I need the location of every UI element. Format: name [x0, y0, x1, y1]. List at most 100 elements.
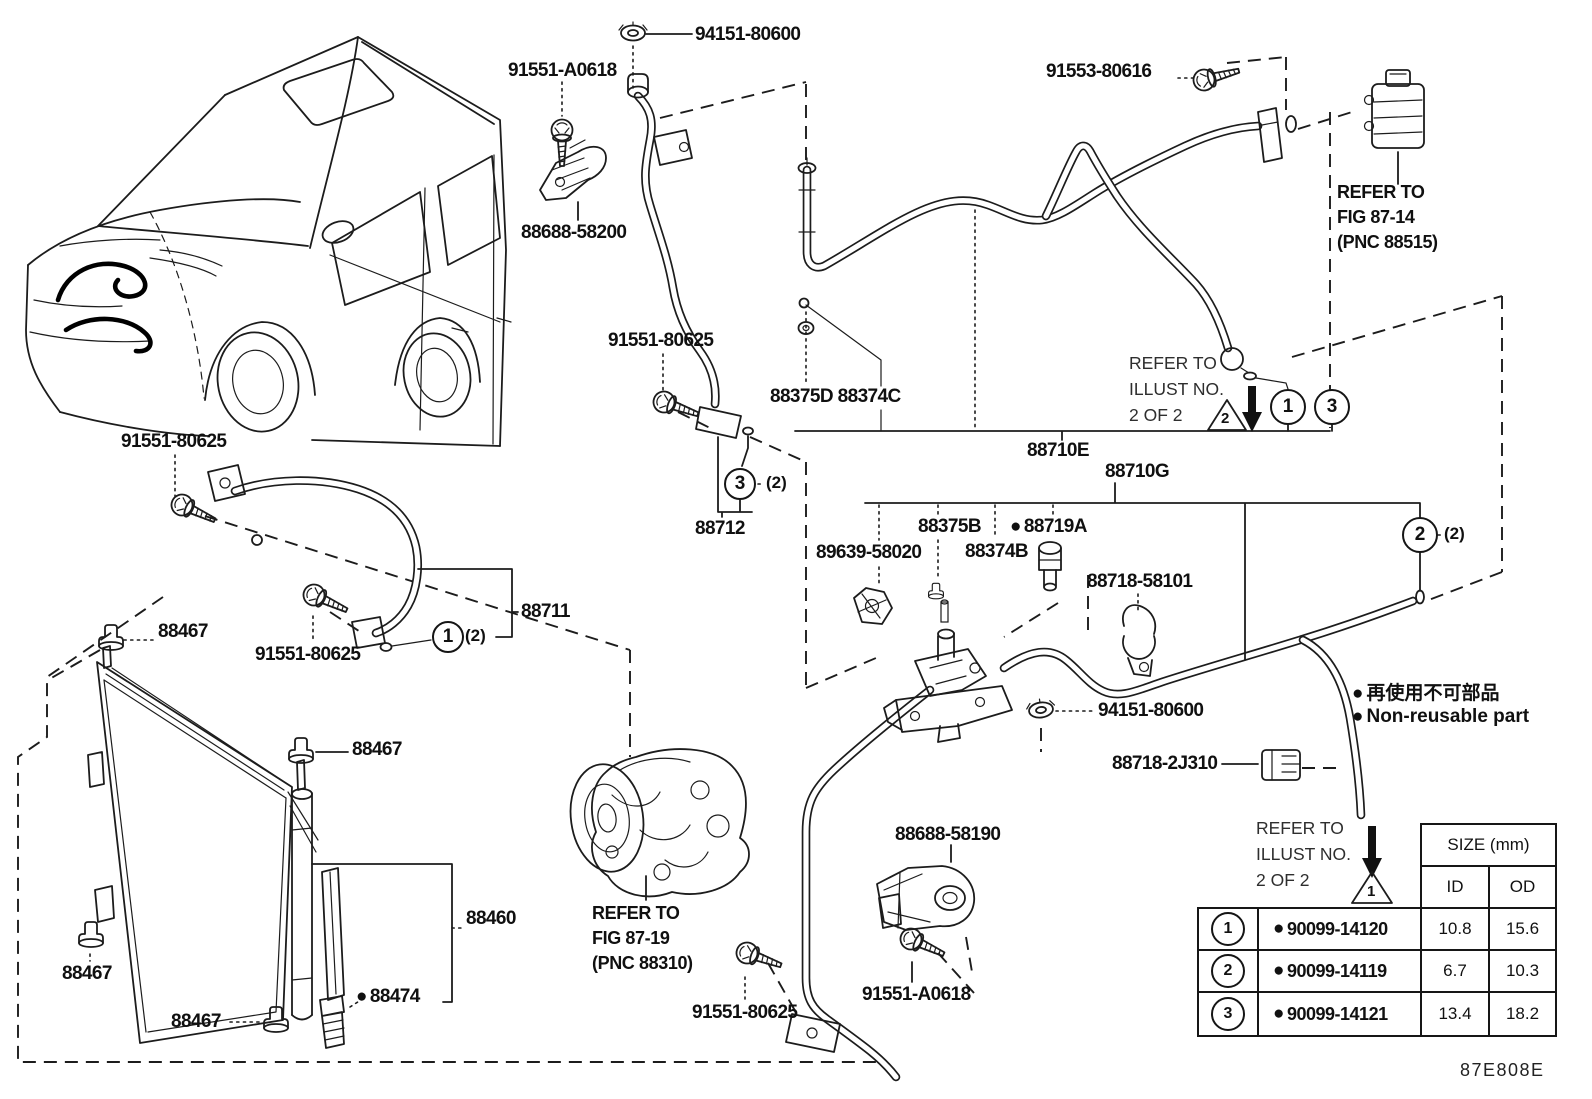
bolt-91551-a0618-b-drawing — [896, 924, 949, 965]
size-table-row3-id: 13.4 — [1420, 991, 1490, 1037]
refer-fig-87-14-line3: (PNC 88515) — [1337, 232, 1438, 252]
clamp-88718-58101 — [1122, 604, 1157, 677]
oring-size-table: SIZE (mm) ID OD 1 ●90099-14120 10.8 15.6… — [1197, 823, 1559, 1037]
part-label-91551-a0618-b: 91551-A0618 — [862, 984, 971, 1005]
callout-2-icon: 2 — [1211, 954, 1245, 988]
part-label-88467-a: 88467 — [158, 621, 208, 642]
refer-illust-bottom-line3: 2 OF 2 — [1256, 870, 1310, 890]
refer-illust-bottom-line1: REFER TO — [1256, 818, 1344, 838]
size-table-row1-no: 1 — [1197, 907, 1259, 951]
bolt-91551-80625-d-drawing — [732, 938, 786, 977]
size-table-row1-od: 15.6 — [1488, 907, 1557, 951]
size-table-row1-id: 10.8 — [1420, 907, 1490, 951]
callout-2-near-88710g: 2 — [1402, 517, 1438, 553]
callout-3-near-88710e: 3 — [1314, 389, 1350, 425]
part-label-88467-b: 88467 — [352, 739, 402, 760]
non-reusable-dot-icon: ● — [356, 986, 367, 1007]
part-label-91551-80625-c: 91551-80625 — [255, 644, 361, 665]
non-reusable-note-jp: ●再使用不可部品 — [1352, 683, 1500, 704]
grommet-88375b-drawing — [928, 582, 944, 600]
size-table-row2-od: 10.3 — [1488, 949, 1557, 993]
callout-3-icon: 3 — [1211, 997, 1245, 1031]
part-label-94151-80600-top: 94151-80600 — [695, 24, 801, 45]
callout-3-near-88712: 3 — [724, 468, 756, 500]
suction-pipe-88710e — [797, 107, 1297, 371]
non-reusable-dot-icon: ● — [1352, 683, 1364, 704]
compressor-drawing — [569, 748, 750, 898]
part-label-91551-80625-d: 91551-80625 — [692, 1002, 798, 1023]
illust-arrow-top — [1207, 386, 1262, 432]
part-label-88711: 88711 — [521, 601, 570, 622]
grommet-88467-a-drawing — [98, 624, 124, 651]
triangle-1-number: 1 — [1367, 883, 1376, 900]
pressure-sensor-88719a — [1038, 541, 1062, 592]
vehicle-drawing — [25, 36, 512, 447]
pin-88374b-drawing — [940, 599, 949, 623]
size-table-header: SIZE (mm) — [1420, 823, 1557, 867]
bolt-91551-80625-a-drawing — [649, 387, 703, 426]
refer-illust-top-line2: ILLUST NO. — [1129, 379, 1224, 399]
size-table-row2-no: 2 — [1197, 949, 1259, 993]
part-label-94151-80600-b: 94151-80600 — [1098, 700, 1204, 721]
refer-illust-top-line3: 2 OF 2 — [1129, 405, 1183, 425]
leader-lines — [89, 33, 1442, 1023]
callout-1-icon: 1 — [1211, 912, 1245, 946]
bolt-91551-80625-c-drawing — [299, 580, 352, 621]
nut-94151-80600-top-drawing — [618, 21, 648, 42]
clamp-88688-58190 — [876, 865, 975, 931]
refer-fig-87-19-line1: REFER TO — [592, 903, 680, 923]
non-reusable-dot-icon: ● — [1352, 706, 1364, 727]
clamp-88718-2j310 — [1261, 749, 1301, 781]
part-label-89639-58020: 89639-58020 — [816, 542, 922, 563]
part-label-88718-58101: 88718-58101 — [1087, 571, 1193, 592]
qty-2-near-88710g: (2) — [1444, 524, 1465, 543]
size-table-row3-no: 3 — [1197, 991, 1259, 1037]
part-label-91553-80616: 91553-80616 — [1046, 61, 1152, 82]
callout-1-near-88710e: 1 — [1270, 389, 1306, 425]
qty-2-near-88712: (2) — [766, 473, 787, 492]
non-reusable-dot-icon: ● — [1273, 960, 1284, 981]
non-reusable-note-en: ●Non-reusable part — [1352, 706, 1530, 727]
size-table-col-od: OD — [1488, 865, 1557, 909]
triangle-2-number: 2 — [1221, 410, 1230, 427]
size-table-row3-part: ●90099-14121 — [1257, 991, 1422, 1037]
bracket-88688-58200 — [539, 139, 607, 201]
grommet-88467-b-drawing — [288, 737, 314, 764]
refer-fig-87-19-line3: (PNC 88310) — [592, 953, 693, 973]
qty-2-near-88711: (2) — [465, 626, 486, 645]
size-table-row2-part: ●90099-14119 — [1257, 949, 1422, 993]
bolt-91553-80616-drawing — [1190, 59, 1243, 94]
illust-arrow-bottom — [1351, 826, 1393, 904]
liquid-pipe-88711 — [207, 464, 423, 649]
clamp-89639-58020 — [853, 587, 893, 625]
size-table-col-id: ID — [1420, 865, 1490, 909]
oring-and-nut-88375d — [797, 297, 815, 335]
part-label-91551-80625-b: 91551-80625 — [121, 431, 227, 452]
size-table-row3-od: 18.2 — [1488, 991, 1557, 1037]
condenser-drawing — [87, 645, 345, 1049]
pipe-88710g-rear — [999, 596, 1418, 820]
part-label-88375d-88374c: 88375D 88374C — [770, 386, 901, 407]
grommet-88467-c-drawing — [78, 921, 104, 948]
non-reusable-dot-icon: ● — [1010, 516, 1021, 537]
part-label-88467-d: 88467 — [171, 1011, 221, 1032]
bolt-91551-80625-b-drawing — [167, 490, 220, 531]
refer-fig-87-14-line1: REFER TO — [1337, 182, 1425, 202]
part-label-88710e: 88710E — [1027, 440, 1090, 461]
refer-fig-87-19-line2: FIG 87-19 — [592, 928, 670, 948]
diagram-code: 87E808E — [1460, 1060, 1545, 1080]
part-label-88718-2j310: 88718-2J310 — [1112, 753, 1218, 774]
nut-94151-80600-b-drawing — [1024, 696, 1057, 721]
part-label-88375b: 88375B — [918, 516, 982, 537]
part-label-91551-a0618-top: 91551-A0618 — [508, 60, 617, 81]
callout-1-near-88711: 1 — [432, 621, 464, 653]
part-label-88712: 88712 — [695, 518, 745, 539]
part-label-88374b: 88374B — [965, 541, 1029, 562]
refer-illust-top-line1: REFER TO — [1129, 353, 1217, 373]
non-reusable-dot-icon: ● — [1273, 1003, 1284, 1024]
part-label-88710g: 88710G — [1105, 461, 1170, 482]
refer-illust-bottom-line2: ILLUST NO. — [1256, 844, 1351, 864]
pipe-88710g-to-compressor — [785, 685, 935, 1082]
